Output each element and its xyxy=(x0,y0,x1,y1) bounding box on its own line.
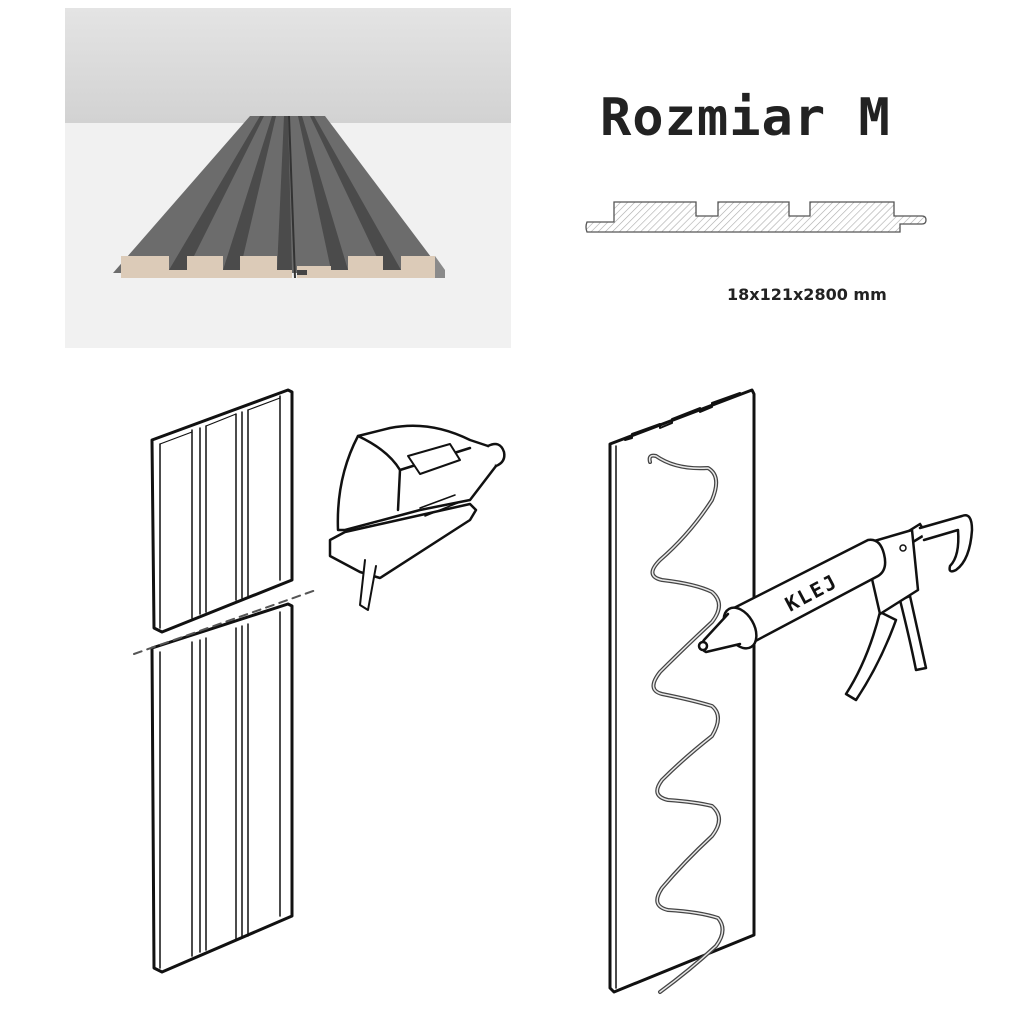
profile-cross-section xyxy=(584,196,930,238)
caulk-gun-icon: KLEJ xyxy=(697,514,974,702)
installation-illustrations: KLEJ xyxy=(0,360,1024,1024)
cut-step-panel-icon xyxy=(133,388,317,974)
size-title: Rozmiar M xyxy=(600,88,891,148)
jigsaw-icon xyxy=(328,424,506,611)
panel-render-image xyxy=(65,8,511,348)
product-photo xyxy=(65,8,511,348)
dimensions-label: 18x121x2800 mm xyxy=(727,285,887,304)
glue-step-panel-icon xyxy=(608,388,756,994)
